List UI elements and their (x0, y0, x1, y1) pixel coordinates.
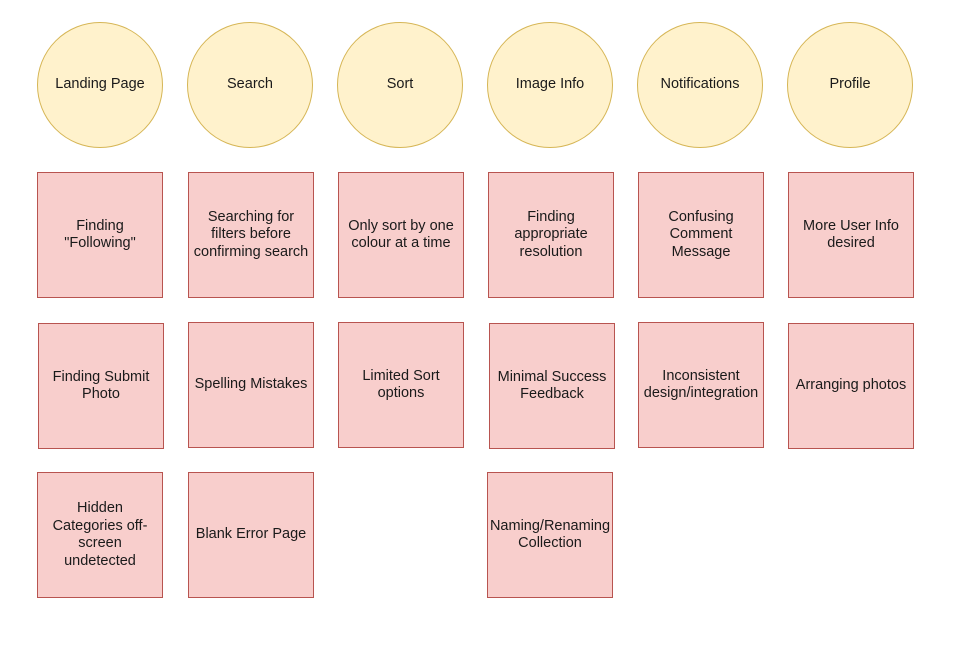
category-profile: Profile (787, 22, 913, 148)
category-notifications: Notifications (637, 22, 763, 148)
issue-card-limited-sort-options: Limited Sort options (338, 322, 464, 448)
issue-card-hidden-categories: Hidden Categories off- screen undetected (37, 472, 163, 598)
issue-card-inconsistent-design: Inconsistent design/integration (638, 322, 764, 448)
issue-card-finding-following: Finding "Following" (37, 172, 163, 298)
issue-card-arranging-photos: Arranging photos (788, 323, 914, 449)
issue-card-confusing-comment: Confusing Comment Message (638, 172, 764, 298)
issue-card-blank-error-page: Blank Error Page (188, 472, 314, 598)
category-landing-page: Landing Page (37, 22, 163, 148)
category-image-info: Image Info (487, 22, 613, 148)
issue-card-finding-submit-photo: Finding Submit Photo (38, 323, 164, 449)
issue-card-appropriate-resolution: Finding appropriate resolution (488, 172, 614, 298)
category-sort: Sort (337, 22, 463, 148)
category-search: Search (187, 22, 313, 148)
issue-card-spelling-mistakes: Spelling Mistakes (188, 322, 314, 448)
issue-card-minimal-success-feedback: Minimal Success Feedback (489, 323, 615, 449)
issue-card-sort-one-colour: Only sort by one colour at a time (338, 172, 464, 298)
issue-card-searching-filters: Searching for filters before confirming … (188, 172, 314, 298)
issue-card-more-user-info: More User Info desired (788, 172, 914, 298)
issue-card-naming-collection: Naming/Renaming Collection (487, 472, 613, 598)
